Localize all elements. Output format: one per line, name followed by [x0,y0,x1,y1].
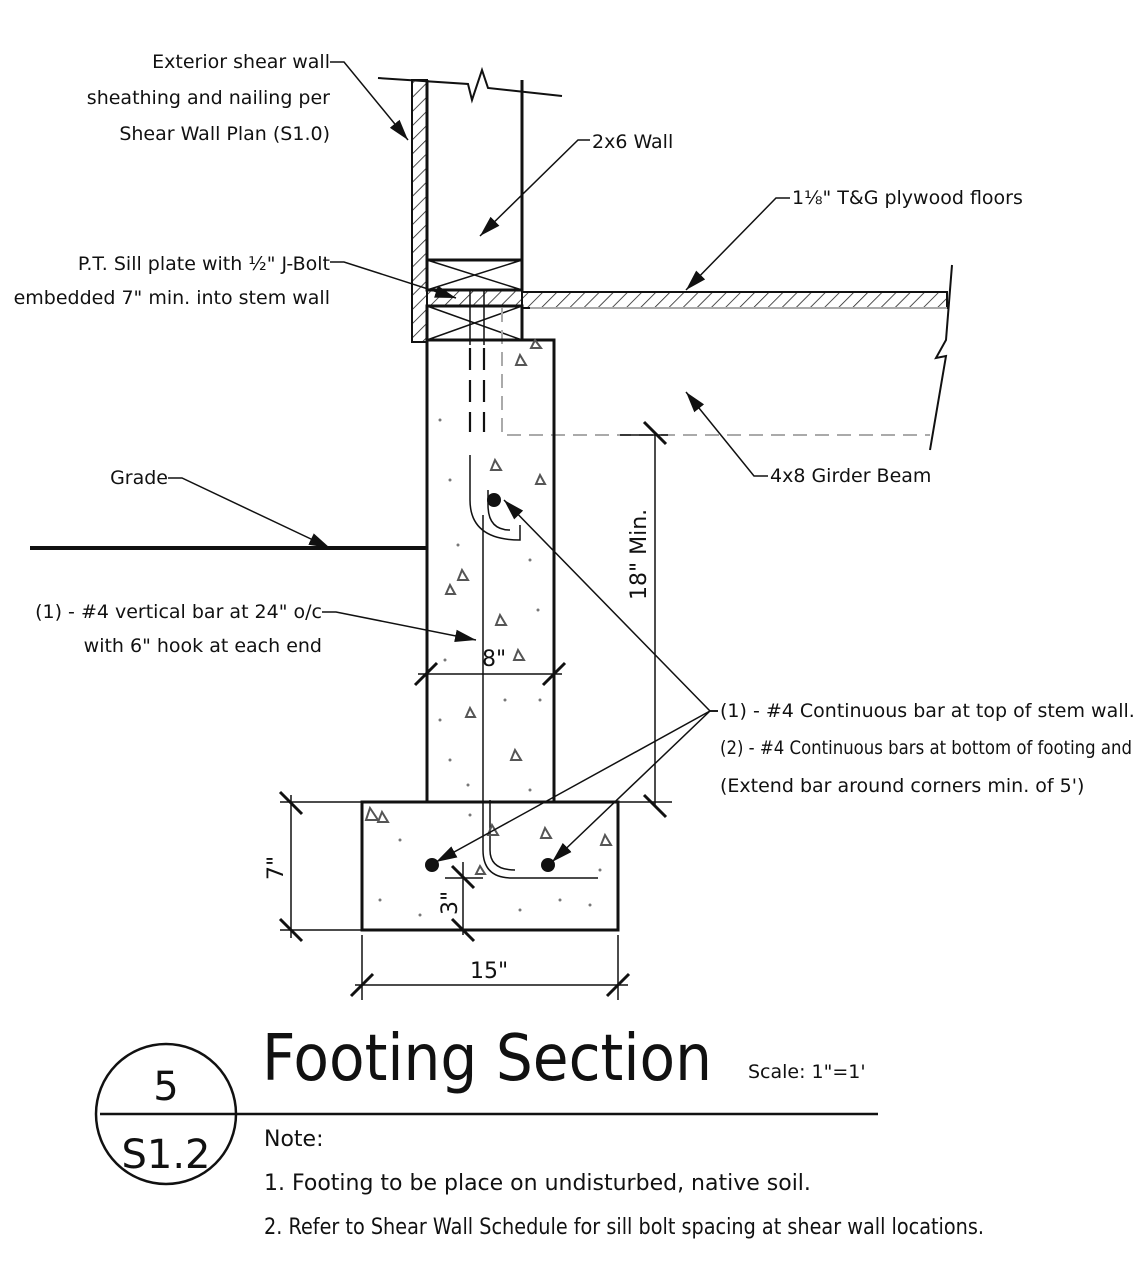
drawing-title: Footing Section [262,1022,712,1096]
top-rebar [487,493,501,507]
girder-beam [501,308,930,436]
label-floors: 1⅛" T&G plywood floors [792,187,1023,209]
note-1: 1. Footing to be place on undisturbed, n… [264,1171,811,1196]
label-shear-wall-3: Shear Wall Plan (S1.0) [119,123,330,145]
bottom-rebar-right [541,858,555,872]
label-continuous-bars-3: (Extend bar around corners min. of 5') [720,775,1084,797]
note-2: 2. Refer to Shear Wall Schedule for sill… [264,1215,984,1240]
detail-number: 5 [153,1064,178,1110]
label-shear-wall-1: Exterior shear wall [152,51,330,73]
floor-sheathing [521,264,953,451]
dim-stem-width: 8" [482,647,506,672]
sheet-number: S1.2 [121,1132,210,1178]
footing [360,800,620,932]
detail-tag-circle [94,1042,238,1186]
dim-bar-cover: 3" [438,891,463,915]
label-continuous-bars-1: (1) - #4 Continuous bar at top of stem w… [720,700,1135,722]
label-continuous-bars-2: (2) - #4 Continuous bars at bottom of fo… [720,737,1132,759]
label-vertical-bar-2: with 6" hook at each end [84,635,322,657]
dim-footing-width: 15" [470,959,508,984]
label-grade: Grade [110,467,168,489]
shear-wall-sheathing [411,79,428,343]
dimension-lines [278,420,672,1000]
dim-min-height: 18" Min. [627,509,652,600]
label-shear-wall-2: sheathing and nailing per [87,87,330,109]
label-vertical-bar-1: (1) - #4 vertical bar at 24" o/c [35,601,322,623]
leader-lines [168,61,790,863]
label-sill-plate-2: embedded 7" min. into stem wall [14,287,330,309]
label-sill-plate-1: P.T. Sill plate with ½" J-Bolt [78,253,330,275]
concrete-aggregate [444,338,547,761]
label-wall: 2x6 Wall [592,131,673,153]
drawing-scale: Scale: 1"=1' [748,1061,866,1083]
bottom-rebar-left [425,858,439,872]
dim-footing-depth: 7" [264,856,289,880]
label-girder: 4x8 Girder Beam [770,465,931,487]
notes-heading: Note: [264,1127,324,1152]
stem-wall [425,338,556,804]
